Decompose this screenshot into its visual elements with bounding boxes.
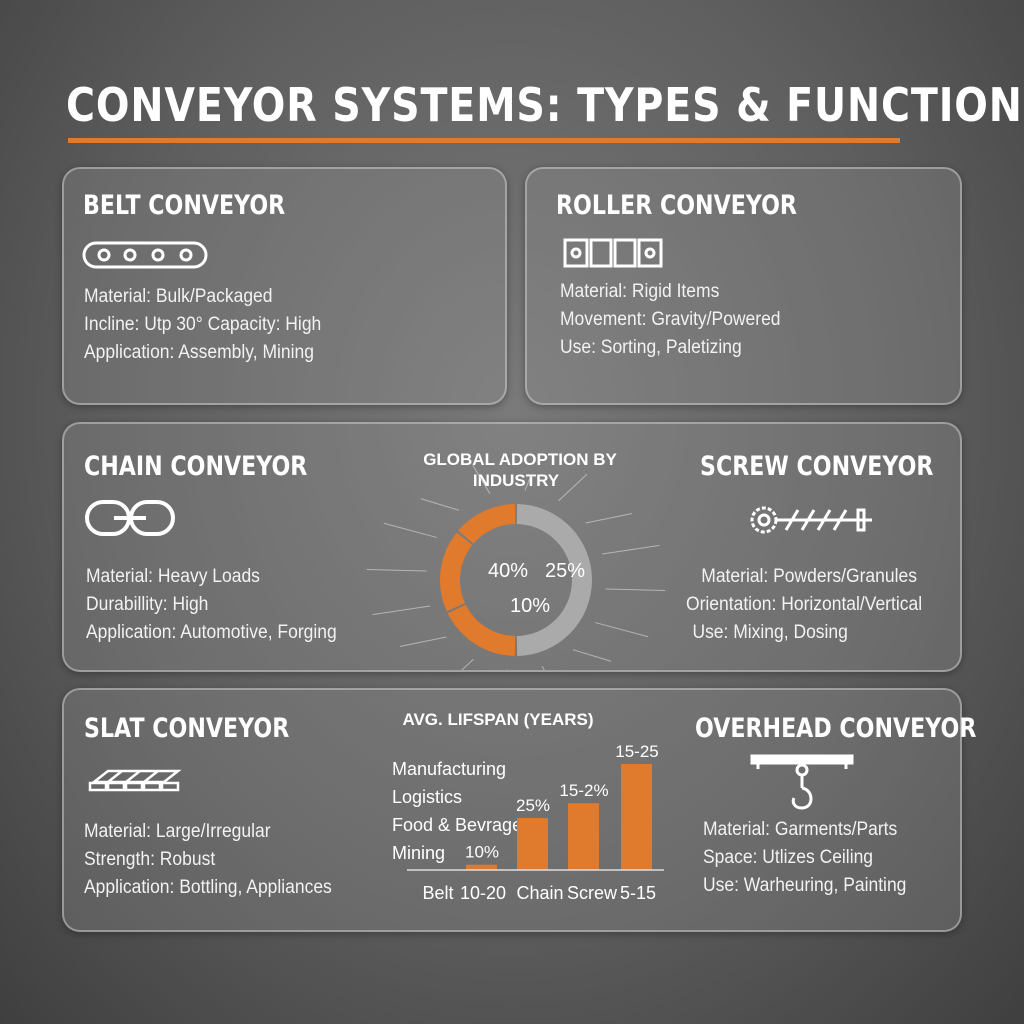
donut-segment (440, 532, 473, 612)
chain-icon (85, 500, 175, 536)
slat-icon (88, 769, 182, 792)
screw-line: Use: Mixing, Dosing (692, 622, 848, 643)
bar (517, 818, 548, 870)
bar-data-label: 15-2% (559, 781, 608, 800)
bar (621, 764, 652, 870)
donut-title-line2: INDUSTRY (473, 471, 560, 490)
hook-icon (750, 754, 854, 810)
screw-title: SCREW CONVEYOR (700, 451, 934, 482)
ray-line (585, 513, 633, 524)
ray-line (372, 605, 430, 616)
bar (568, 803, 599, 870)
ray-line (524, 475, 532, 491)
slat-line: Application: Bottling, Appliances (84, 877, 332, 898)
ray-line (605, 588, 666, 591)
ray-line (541, 665, 545, 670)
bar-data-label: 25% (516, 796, 550, 815)
roller-title: ROLLER CONVEYOR (556, 190, 797, 221)
belt-line: Material: Bulk/Packaged (84, 286, 273, 307)
roller-line: Use: Sorting, Paletizing (560, 337, 742, 358)
donut-label: 10% (510, 595, 550, 617)
ray-line (558, 473, 588, 502)
chain-line: Durabillity: High (86, 594, 209, 615)
ray-line (420, 498, 460, 511)
legend-text: Manufacturing (392, 759, 506, 779)
belt-line: Incline: Utp 30° Capacity: High (84, 314, 322, 335)
legend-text: Food & Bevrage (392, 815, 522, 835)
donut-segment (458, 504, 516, 544)
ray-line (461, 658, 474, 670)
roller-icon (563, 238, 663, 268)
ray-line (595, 622, 649, 638)
slat-title: SLAT CONVEYOR (84, 713, 290, 744)
donut-label: 40% (488, 560, 528, 582)
roller-line: Movement: Gravity/Powered (560, 309, 781, 330)
chain-title: CHAIN CONVEYOR (84, 451, 308, 482)
title-underline (68, 138, 900, 143)
bar (466, 864, 497, 870)
ray-line (472, 464, 491, 495)
page-title: CONVEYOR SYSTEMS: TYPES & FUNCTIONS (66, 78, 1024, 132)
overhead-line: Use: Warheuring, Painting (703, 875, 907, 896)
bar-chart-title: AVG. LIFSPAN (YEARS) (402, 710, 593, 729)
overhead-title: OVERHEAD CONVEYOR (695, 713, 977, 744)
donut-label: 25% (545, 560, 585, 582)
chain-line: Material: Heavy Loads (86, 566, 260, 587)
ray-line (572, 649, 612, 662)
category-label: Belt (422, 883, 453, 903)
belt-line: Application: Assembly, Mining (84, 342, 314, 363)
belt-panel (62, 167, 507, 405)
belt-title: BELT CONVEYOR (83, 190, 286, 221)
lifespan-bar-chart: AVG. LIFSPAN (YEARS) ManufacturingLogist… (392, 710, 664, 903)
donut-segment (516, 504, 593, 656)
bar-data-label: 15-25 (615, 742, 658, 761)
slat-overhead-panel (62, 688, 962, 932)
screw-line: Material: Powders/Granules (701, 566, 917, 587)
adoption-donut-chart: GLOBAL ADOPTION BY INDUSTRY 40% 25% 10% (366, 450, 666, 670)
category-label: 5-15 (620, 883, 656, 903)
bar-data-label: 10% (465, 843, 499, 862)
category-label: Screw (567, 883, 618, 903)
roller-panel (525, 167, 962, 405)
legend-text: Mining (392, 843, 445, 863)
ray-line (602, 544, 660, 555)
donut-segment (447, 604, 516, 656)
category-label: Chain (516, 883, 563, 903)
donut-title-line1: GLOBAL ADOPTION BY (423, 450, 617, 469)
chain-line: Application: Automotive, Forging (86, 622, 337, 643)
legend-text: Logistics (392, 787, 462, 807)
overhead-line: Space: Utlizes Ceiling (703, 847, 874, 868)
roller-line: Material: Rigid Items (560, 281, 720, 302)
ray-line (383, 522, 437, 538)
screw-line: Orientation: Horizontal/Vertical (686, 594, 923, 615)
belt-icon (82, 241, 208, 269)
chain-screw-panel (62, 422, 962, 672)
screw-icon (750, 506, 872, 534)
slat-line: Material: Large/Irregular (84, 821, 271, 842)
overhead-line: Material: Garments/Parts (703, 819, 898, 840)
slat-line: Strength: Robust (84, 849, 216, 870)
ray-line (366, 569, 427, 572)
ray-line (399, 636, 447, 647)
category-label: 10-20 (460, 883, 506, 903)
